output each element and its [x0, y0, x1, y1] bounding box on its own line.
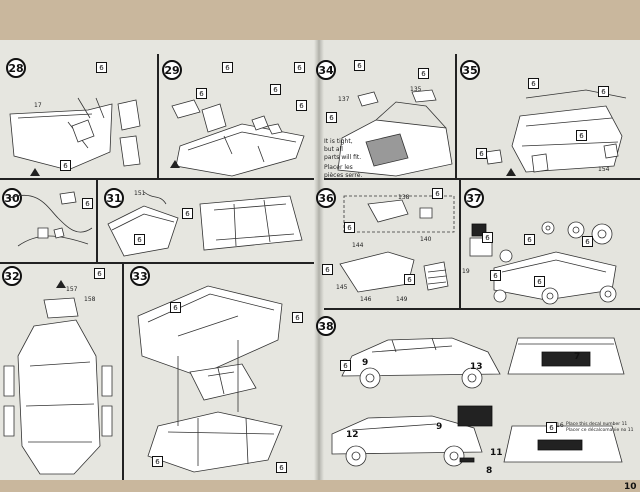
caution-icon: 6 [340, 360, 351, 371]
part-number: 146 [360, 296, 372, 303]
step-35-illustration [485, 89, 627, 173]
caution-icon: 6 [134, 234, 145, 245]
decal-number: 9 [436, 422, 443, 432]
caution-icon: 6 [276, 462, 287, 473]
caution-icon: 6 [292, 312, 303, 323]
decal-number: 13 [470, 362, 483, 372]
divider [324, 308, 640, 310]
caution-icon: 6 [490, 270, 501, 281]
part-number: 157 [66, 286, 78, 293]
caution-icon: 6 [270, 84, 281, 95]
caution-icon: 6 [296, 100, 307, 111]
part-number: 17 [34, 102, 42, 109]
decal-number: 8 [486, 466, 493, 476]
caution-icon: 6 [582, 236, 593, 247]
part-number: 144 [352, 242, 364, 249]
divider [0, 262, 314, 264]
divider [96, 180, 98, 262]
decal-note-fr: Placer ce décalcomanie no 11 [566, 428, 634, 433]
caution-icon: 6 [222, 62, 233, 73]
step-30-illustration [9, 191, 93, 247]
decal-number: 10 [624, 482, 637, 492]
caution-icon: 6 [60, 160, 71, 171]
step-number: 36 [316, 188, 336, 208]
divider [157, 54, 159, 178]
step-number: 34 [316, 60, 336, 80]
step-number: 29 [162, 60, 182, 80]
step-number: 38 [316, 316, 336, 336]
caution-icon: 6 [326, 112, 337, 123]
divider [0, 178, 314, 180]
caution-icon: 6 [476, 148, 487, 159]
warning-triangle-icon [506, 168, 516, 176]
part-number: 137 [338, 96, 350, 103]
decal-note-en: Place this decal number 11 [566, 422, 628, 427]
step-38-illustration [331, 337, 625, 467]
step-29-illustration [171, 99, 305, 177]
part-number: 145 [336, 284, 348, 291]
caution-icon: 6 [82, 198, 93, 209]
caution-icon: 6 [152, 456, 163, 467]
step-32-illustration [3, 297, 113, 475]
divider [324, 178, 640, 180]
instruction-sheet: 28 29 30 31 32 33 34 35 36 37 38 17 6 6 … [0, 40, 640, 492]
divider [455, 54, 457, 178]
part-number: 138 [398, 194, 410, 201]
caution-icon: 6 [534, 276, 545, 287]
caution-icon: 6 [576, 130, 587, 141]
warning-triangle-icon [56, 280, 66, 288]
caution-icon: 6 [546, 422, 557, 433]
caution-icon: 6 [528, 78, 539, 89]
part-number: 135 [410, 86, 422, 93]
caution-icon: 6 [354, 60, 365, 71]
caution-icon: 6 [170, 302, 181, 313]
step-number: 33 [130, 266, 150, 286]
step-number: 32 [2, 266, 22, 286]
step-33-illustration [137, 285, 283, 473]
caution-icon: 6 [322, 264, 333, 275]
caution-icon: 6 [418, 68, 429, 79]
warning-triangle-icon [170, 160, 180, 168]
decal-number: 11 [490, 448, 503, 458]
warning-triangle-icon [30, 168, 40, 176]
decal-number: 7 [574, 352, 581, 362]
part-number: 19 [462, 268, 470, 275]
caution-icon: 6 [96, 62, 107, 73]
part-number: 151 [134, 190, 146, 197]
decal-number: 12 [346, 430, 359, 440]
step-number: 28 [6, 58, 26, 78]
step-number: 30 [2, 188, 22, 208]
step-34-illustration [337, 89, 453, 177]
step-number: 37 [464, 188, 484, 208]
divider [122, 264, 124, 480]
caution-icon: 6 [598, 86, 609, 97]
decal-number: 9 [362, 358, 369, 368]
step-36-illustration [339, 195, 455, 293]
book-spine [314, 40, 324, 480]
caution-icon: 6 [344, 222, 355, 233]
part-number: 140 [420, 236, 432, 243]
caution-icon: 6 [432, 188, 443, 199]
caution-icon: 6 [482, 232, 493, 243]
caution-icon: 6 [524, 234, 535, 245]
decal-number: 16 [556, 422, 564, 429]
step-31-illustration [107, 191, 303, 257]
part-number: 158 [84, 296, 96, 303]
step-number: 35 [460, 60, 480, 80]
step-28-illustration [9, 97, 141, 171]
step-37-illustration [469, 221, 617, 305]
caution-icon: 6 [196, 88, 207, 99]
divider [459, 180, 461, 308]
caution-icon: 6 [404, 274, 415, 285]
caution-icon: 6 [294, 62, 305, 73]
step-number: 31 [104, 188, 124, 208]
caution-icon: 6 [182, 208, 193, 219]
caution-icon: 6 [94, 268, 105, 279]
part-number: 154 [598, 166, 610, 173]
part-number: 149 [396, 296, 408, 303]
